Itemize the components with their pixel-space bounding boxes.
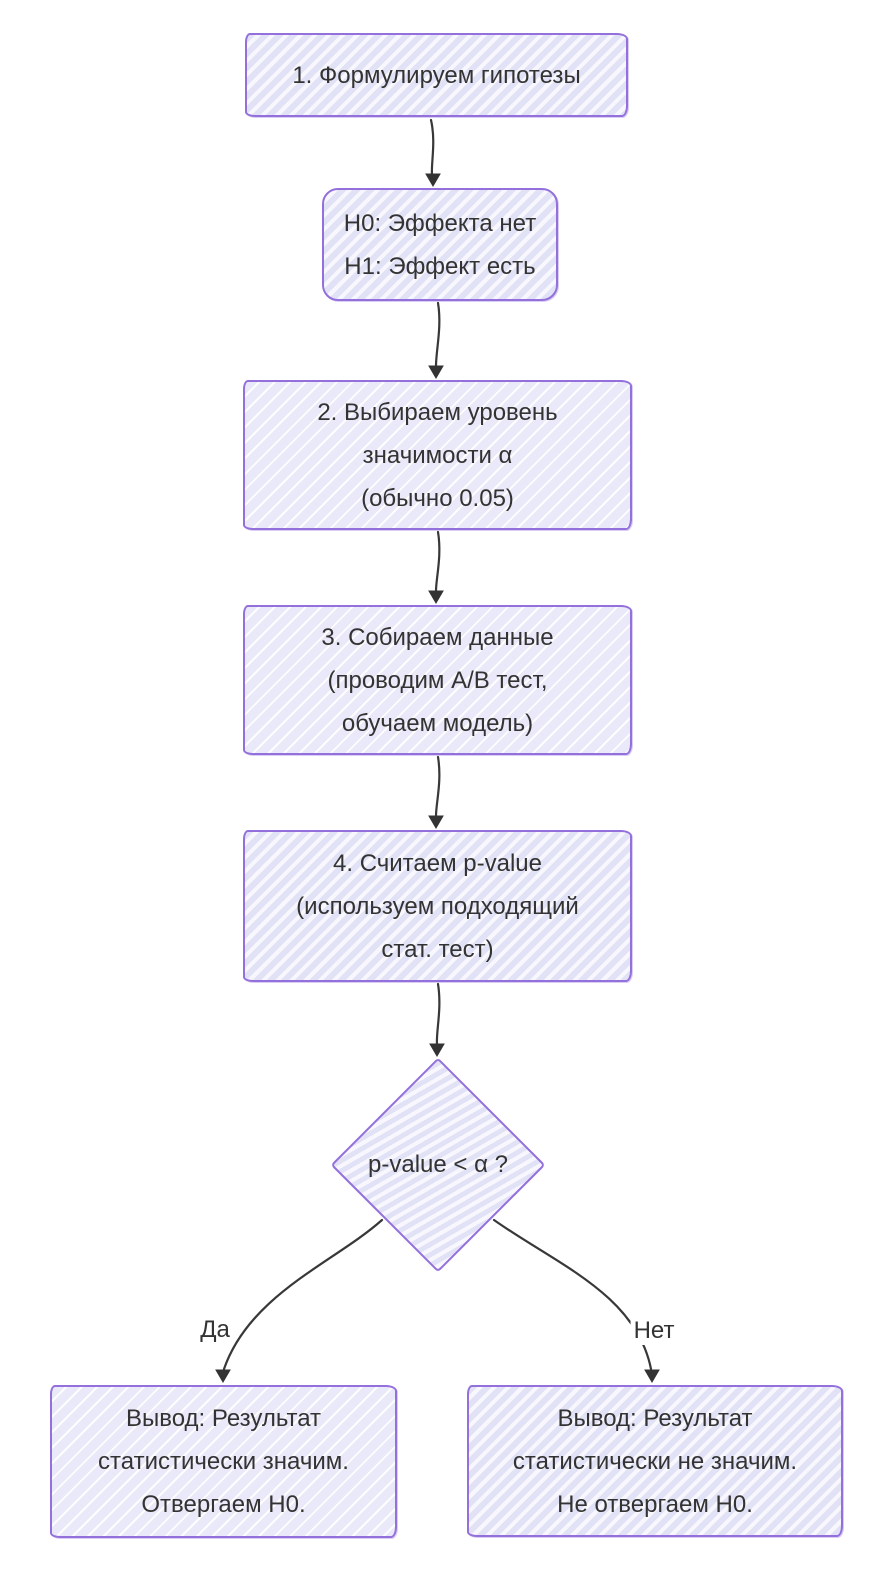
node-step2: 2. Выбираем уровень значимости α (обычно…: [243, 380, 632, 530]
node-step4-line3: стат. тест): [381, 935, 494, 963]
node-hypotheses-line2: H1: Эффект есть: [344, 252, 536, 280]
node-step1: 1. Формулируем гипотезы: [245, 33, 628, 117]
edge-hypotheses-step2: [428, 301, 444, 379]
node-hypotheses: H0: Эффекта нет H1: Эффект есть: [322, 188, 558, 301]
node-conclusion-significant-line2: статистически значим.: [98, 1448, 349, 1475]
node-step3-line1: 3. Собираем данные: [321, 623, 554, 651]
edge-step1-hypotheses: [425, 118, 441, 187]
node-step3: 3. Собираем данные (проводим A/B тест, о…: [243, 605, 632, 755]
edge-step3-step4: [428, 755, 444, 829]
node-step3-line2: (проводим A/B тест,: [327, 666, 548, 694]
node-conclusion-not-significant-line1: Вывод: Результат: [557, 1404, 753, 1432]
node-step4-line1: 4. Считаем p-value: [333, 849, 542, 877]
node-conclusion-significant-line3: Отвергаем H0.: [141, 1491, 306, 1518]
node-conclusion-not-significant-line2: статистически не значим.: [512, 1447, 798, 1475]
edge-step2-step3: [428, 530, 444, 604]
node-conclusion-not-significant: Вывод: Результат статистически не значим…: [467, 1385, 843, 1537]
edge-label-no: Нет: [630, 1317, 678, 1345]
node-step4: 4. Считаем p-value (используем подходящи…: [243, 830, 632, 982]
node-conclusion-significant: Вывод: Результат статистически значим. О…: [50, 1385, 397, 1538]
node-step2-line3: (обычно 0.05): [361, 484, 514, 512]
edge-label-yes: Да: [197, 1316, 233, 1344]
node-conclusion-significant-line1: Вывод: Результат: [125, 1405, 322, 1432]
node-step2-line2: значимости α: [362, 441, 513, 469]
node-step3-line3: обучаем модель): [341, 709, 534, 737]
node-conclusion-not-significant-line3: Не отвергаем H0.: [557, 1490, 753, 1518]
node-step4-line2: (используем подходящий: [296, 892, 579, 920]
node-decision-text: p-value < α ?: [368, 1151, 508, 1178]
node-decision: p-value < α ?: [330, 1057, 546, 1273]
node-step1-text: 1. Формулируем гипотезы: [292, 61, 581, 89]
node-hypotheses-line1: H0: Эффекта нет: [343, 209, 537, 237]
node-step2-line1: 2. Выбираем уровень: [317, 398, 558, 426]
edge-step4-decision: [429, 982, 445, 1057]
